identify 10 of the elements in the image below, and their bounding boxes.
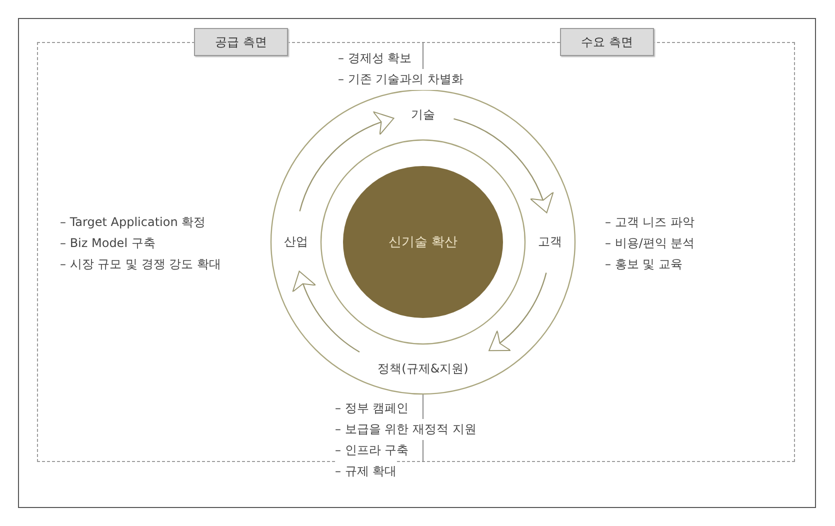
cycle-arrow (488, 272, 547, 352)
bullet-item: – 보급을 위한 재정적 지원 (335, 419, 476, 440)
cycle-arrow (293, 270, 360, 352)
cycle-stage-label: 기술 (409, 106, 437, 124)
aspect-header: 공급 측면 (194, 28, 288, 56)
cycle-stage-label: 정책(규제&지원) (376, 360, 470, 378)
cycle-arrow (454, 118, 553, 214)
cycle-arrow (299, 112, 394, 212)
aspect-header: 수요 측면 (560, 28, 654, 56)
bullet-item: – 기존 기술과의 차별화 (338, 69, 464, 90)
